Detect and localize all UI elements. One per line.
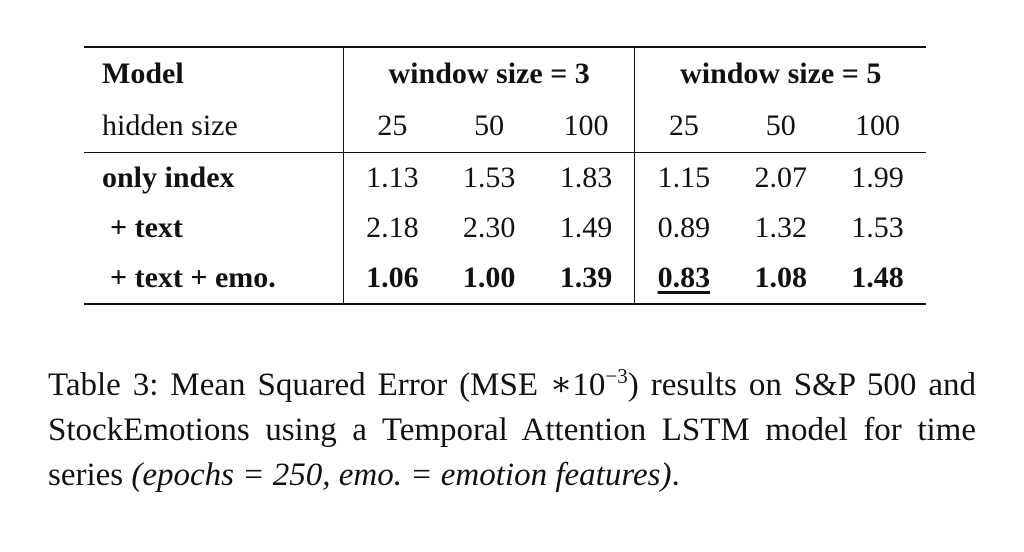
hidden-size-cell: 50 — [732, 100, 830, 153]
table-cell: 1.49 — [559, 211, 613, 244]
hidden-size-cell: 100 — [537, 100, 635, 153]
table-row: + text 2.18 2.30 1.49 0.89 1.32 1.53 — [84, 203, 926, 253]
caption-prefix: Table 3: Mean Squared Error (MSE ∗10 — [48, 367, 606, 403]
table-cell: 2.18 — [342, 203, 441, 253]
hidden-size-cell: 25 — [634, 100, 733, 153]
hidden-size-cell: 50 — [440, 100, 538, 153]
caption-italic-note: (epochs = 250, emo. = emotion features) — [131, 457, 672, 493]
hidden-size-label: hidden size — [84, 100, 344, 153]
table-row: only index 1.13 1.53 1.83 1.15 2.07 1.99 — [84, 152, 926, 203]
model-header: Model — [102, 57, 184, 90]
table-cell-best: 1.08 — [754, 261, 807, 294]
table-cell-best: 1.48 — [851, 261, 904, 294]
hidden-size-cell: 25 — [342, 100, 441, 153]
table-caption: Table 3: Mean Squared Error (MSE ∗10−3) … — [48, 363, 976, 498]
window-size-3-header: window size = 3 — [342, 47, 635, 100]
hidden-size-cell: 100 — [829, 100, 926, 153]
caption-middle: ) results on S&P 500 and StockEmotions u… — [48, 367, 977, 493]
row-label: + text — [110, 211, 183, 244]
table-cell-best-underlined: 0.83 — [634, 253, 733, 304]
table-cell-best: 1.00 — [462, 261, 516, 294]
caption-exponent: −3 — [605, 364, 628, 388]
table-cell: 1.13 — [342, 152, 441, 203]
table-row: + text + emo. 1.06 1.00 1.39 0.83 1.08 1… — [84, 253, 926, 304]
hidden-size-row: hidden size 25 50 100 25 50 100 — [84, 100, 926, 153]
table-cell: 0.89 — [634, 203, 733, 253]
results-table: Model window size = 3 window size = 5 hi… — [84, 46, 926, 305]
table-cell: 1.32 — [754, 211, 807, 244]
row-label: + text + emo. — [110, 261, 276, 294]
caption-suffix: . — [671, 457, 680, 493]
table-cell: 1.83 — [559, 161, 613, 194]
table-cell: 1.15 — [634, 152, 733, 203]
table-cell-best: 1.39 — [559, 261, 613, 294]
table-header-row: Model window size = 3 window size = 5 — [84, 47, 926, 100]
table-cell: 1.53 — [462, 161, 516, 194]
table-cell: 2.30 — [462, 211, 516, 244]
window-size-5-header: window size = 5 — [634, 47, 926, 100]
table-cell: 1.99 — [851, 161, 904, 194]
table-cell: 2.07 — [754, 161, 807, 194]
underlined-value: 0.83 — [657, 261, 711, 294]
table-cell-best: 1.06 — [342, 253, 441, 304]
table-cell: 1.53 — [851, 211, 904, 244]
row-label: only index — [102, 161, 235, 194]
